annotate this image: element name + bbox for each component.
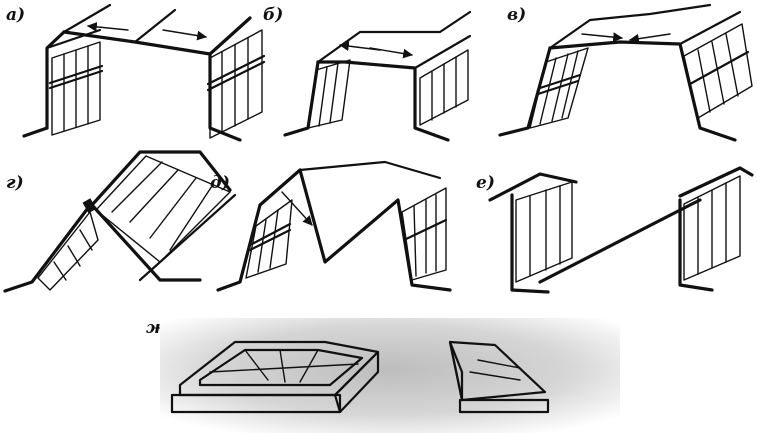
panel-d-right-glazing (401, 187, 448, 281)
panel-e-label: е) (476, 173, 495, 193)
panel-zh-shaded-background (160, 318, 620, 433)
panel-d-diagram: д) (210, 160, 452, 292)
panel-a-arrow-right (162, 29, 207, 41)
hatch-skylight (448, 340, 550, 414)
panel-v-arrow-left (629, 33, 671, 44)
panel-v-left-glazing (529, 47, 589, 129)
panel-b-label: б) (263, 5, 283, 25)
panel-e-left-glazing (515, 181, 573, 283)
panel-zh-diagram: ж) (146, 318, 620, 433)
panel-b-diagram: б) (263, 5, 472, 142)
panel-g-right-glazing (95, 155, 231, 263)
panel-g-left-glazing (37, 211, 99, 291)
panel-a-left-glazing (48, 41, 104, 136)
panel-a-arrow-left (87, 22, 129, 32)
panel-d-arrow-down (281, 191, 313, 226)
panel-b-arrow-right (369, 47, 413, 59)
panel-a-label: а) (6, 5, 25, 25)
panel-g-diagram: г) (3, 150, 237, 293)
panel-e-right-glazing (683, 175, 741, 281)
panel-g-label: г) (6, 173, 24, 193)
panel-b-left-glazing (307, 59, 351, 129)
panel-v-diagram: в) (498, 3, 753, 142)
panel-e-diagram: е) (476, 166, 754, 294)
dome-skylight (170, 340, 380, 414)
panel-v-right-glazing (683, 23, 753, 119)
panel-b-right-glazing (419, 49, 469, 126)
panel-a-diagram: а) (6, 3, 266, 142)
panel-d-label: д) (210, 173, 230, 193)
panel-v-label: в) (507, 5, 526, 25)
panel-g-ridge-block (82, 198, 97, 214)
panel-d-left-glazing (245, 199, 293, 279)
panel-v-arrow-right (581, 32, 623, 42)
